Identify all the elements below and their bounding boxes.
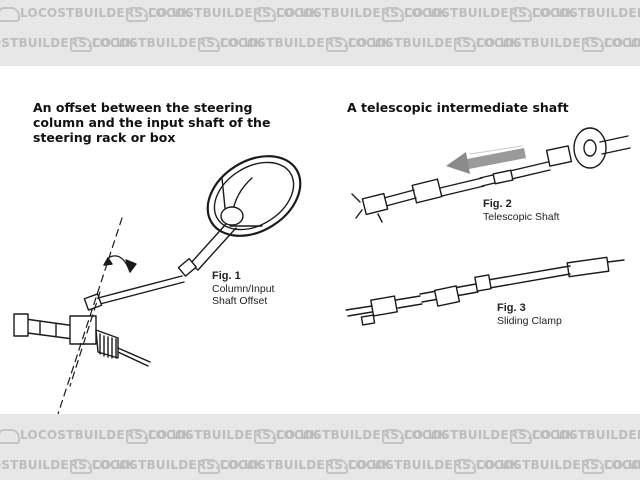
watermark-row: LOCOSTBUILDERS.CO.UKLOCOSTBUILDERS.CO.UK… bbox=[0, 458, 640, 474]
watermark-row: LOCOSTBUILDERS.CO.UKLOCOSTBUILDERS.CO.UK… bbox=[0, 6, 640, 22]
watermark-band-bottom: LOCOSTBUILDERS.CO.UKLOCOSTBUILDERS.CO.UK… bbox=[0, 414, 640, 480]
offset-arrow-illustration bbox=[103, 255, 137, 273]
fig1-caption-line1: Column/Input bbox=[212, 283, 275, 295]
fig2-label: Fig. 2 Telescopic Shaft bbox=[483, 198, 559, 223]
motion-arrow-illustration bbox=[446, 145, 526, 174]
watermark-row: LOCOSTBUILDERS.CO.UKLOCOSTBUILDERS.CO.UK… bbox=[0, 428, 640, 444]
heading-telescopic: A telescopic intermediate shaft bbox=[347, 100, 569, 115]
steering-column-illustration bbox=[83, 223, 237, 311]
fig3-number: Fig. 3 bbox=[497, 302, 526, 314]
centreline-dashes bbox=[57, 217, 123, 414]
fig3-label: Fig. 3 Sliding Clamp bbox=[497, 302, 562, 327]
watermark-row: LOCOSTBUILDERS.CO.UKLOCOSTBUILDERS.CO.UK… bbox=[0, 36, 640, 52]
fig3-caption: Sliding Clamp bbox=[497, 315, 562, 327]
fig1-caption-line2: Shaft Offset bbox=[212, 295, 268, 307]
fig2-number: Fig. 2 bbox=[483, 198, 512, 210]
heading-offset: An offset between the steering column an… bbox=[33, 100, 271, 145]
steering-wheel-illustration bbox=[206, 155, 302, 237]
watermark-band-top: LOCOSTBUILDERS.CO.UKLOCOSTBUILDERS.CO.UK… bbox=[0, 0, 640, 66]
fig2-caption: Telescopic Shaft bbox=[483, 211, 560, 223]
steering-diagram bbox=[13, 127, 631, 414]
sliding-clamp-illustration bbox=[345, 256, 625, 326]
telescopic-shaft-illustration bbox=[351, 127, 631, 223]
steering-rack-illustration bbox=[13, 313, 151, 367]
fig1-label: Fig. 1 Column/Input Shaft Offset bbox=[212, 270, 274, 307]
diagram-area: An offset between the steering column an… bbox=[0, 66, 640, 414]
fig1-number: Fig. 1 bbox=[212, 270, 241, 282]
